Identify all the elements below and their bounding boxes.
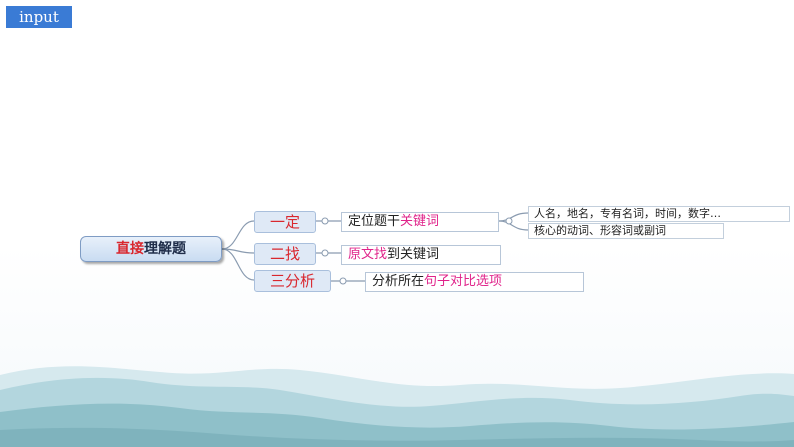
detail-text: 分析所在 [372,274,425,289]
input-tag: input [6,6,72,28]
branch-node-3: 三分析 [254,270,331,292]
root-highlight: 直接 [116,241,144,257]
detail-node-3: 分析所在句子对比选项 [365,272,584,292]
root-label: 理解题 [144,241,186,257]
leaf-node-1: 人名，地名，专有名词，时间，数字… [528,206,790,222]
branch-node-2: 二找 [254,243,316,265]
detail-highlight: 原文找 [348,247,388,262]
detail-node-2: 原文找到关键词 [341,245,501,265]
detail-node-1: 定位题干关键词 [341,212,499,232]
detail-text: 到关键词 [387,247,440,262]
mountain-landscape [0,366,794,447]
detail-text: 定位题干 [348,214,401,229]
detail-highlight: 关键词 [400,214,440,229]
detail-highlight: 句子对比选项 [424,274,503,289]
root-node: 直接理解题 [80,236,222,262]
branch-node-1: 一定 [254,211,316,233]
leaf-node-2: 核心的动词、形容词或副词 [528,223,724,239]
